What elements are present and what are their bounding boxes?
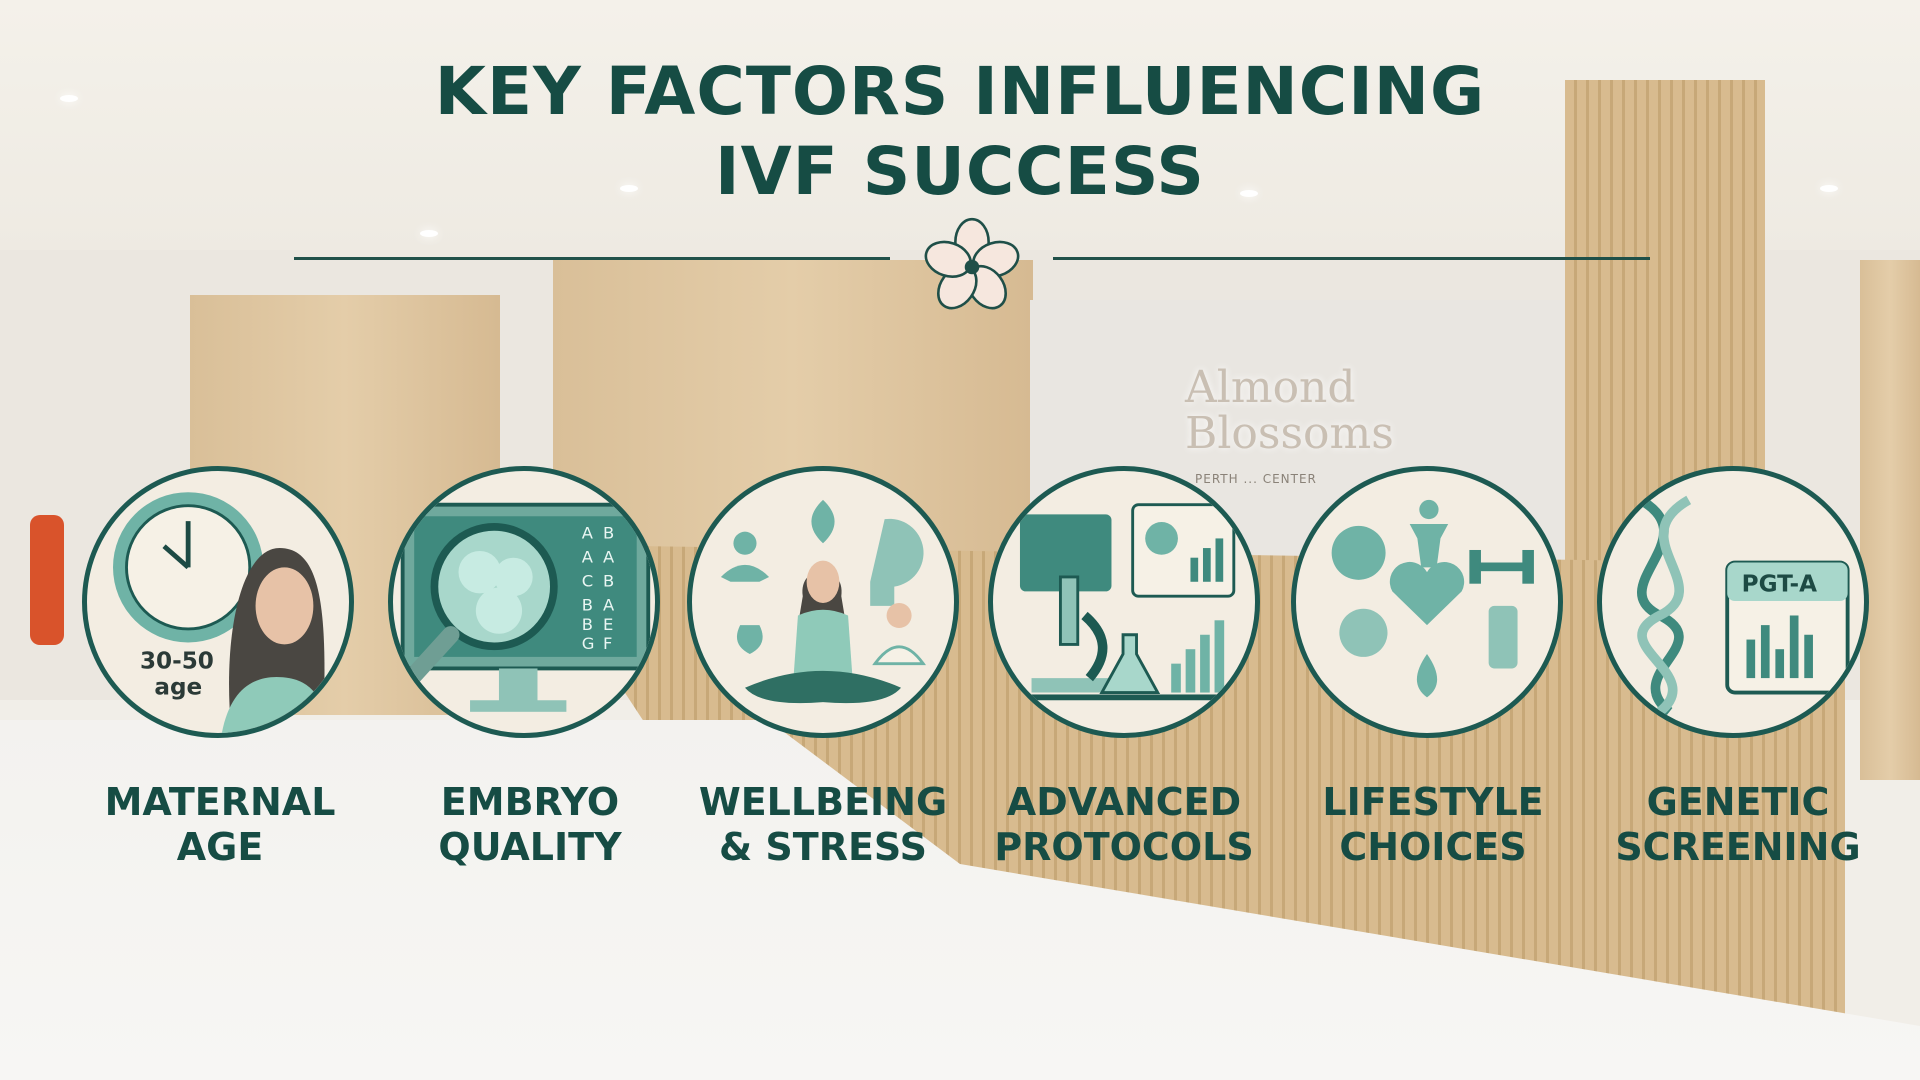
grade-text: F <box>603 634 612 653</box>
grade-text: B <box>603 572 614 591</box>
meditation-icon <box>720 499 926 704</box>
grade-text: B <box>582 596 593 615</box>
lifestyle-health-icon <box>1331 499 1534 698</box>
grade-text: A <box>603 596 615 615</box>
divider-left <box>294 257 890 260</box>
grade-text: A <box>582 548 594 567</box>
age-range-text: 30-50 <box>140 648 214 674</box>
label-line: GENETIC <box>1646 780 1830 824</box>
label-line: & STRESS <box>719 825 927 869</box>
page-title: KEY FACTORS INFLUENCING IVF SUCCESS <box>0 52 1920 212</box>
grade-text: A <box>603 548 615 567</box>
age-unit-text: age <box>154 674 202 700</box>
label-line: PROTOCOLS <box>994 825 1254 869</box>
grade-text: A <box>582 523 594 542</box>
label-line: AGE <box>176 825 264 869</box>
clock-woman-icon: 30-50 age <box>113 492 328 733</box>
grade-text: E <box>603 615 613 634</box>
lifestyle-choices-circle <box>1291 466 1563 738</box>
label-line: LIFESTYLE <box>1322 780 1544 824</box>
grade-text: G <box>582 634 595 653</box>
advanced-protocols-circle <box>988 466 1260 738</box>
title-line-2: IVF SUCCESS <box>715 133 1205 210</box>
factor-label-wellbeing-stress: WELLBEING& STRESS <box>663 780 983 870</box>
label-line: CHOICES <box>1339 825 1527 869</box>
title-line-1: KEY FACTORS INFLUENCING <box>434 53 1486 130</box>
grade-text: C <box>582 572 593 591</box>
label-line: MATERNAL <box>104 780 336 824</box>
clinic-sign-tagline: PERTH ... CENTER <box>1195 472 1317 486</box>
genetic-screening-circle: PGT-A <box>1597 466 1869 738</box>
label-line: SCREENING <box>1615 825 1861 869</box>
dna-report-icon: PGT-A <box>1637 495 1850 716</box>
divider-right <box>1053 257 1650 260</box>
microscope-lab-icon <box>1017 503 1236 701</box>
label-line: EMBRYO <box>440 780 620 824</box>
label-line: WELLBEING <box>698 780 948 824</box>
grade-text: B <box>582 615 593 634</box>
label-line: ADVANCED <box>1006 780 1242 824</box>
blossom-flower-icon <box>924 217 1020 310</box>
maternal-age-circle: 30-50 age <box>82 466 354 738</box>
grade-text: B <box>603 523 614 542</box>
wellbeing-stress-circle <box>687 466 959 738</box>
label-line: QUALITY <box>438 825 622 869</box>
pgt-a-label: PGT-A <box>1742 571 1817 597</box>
